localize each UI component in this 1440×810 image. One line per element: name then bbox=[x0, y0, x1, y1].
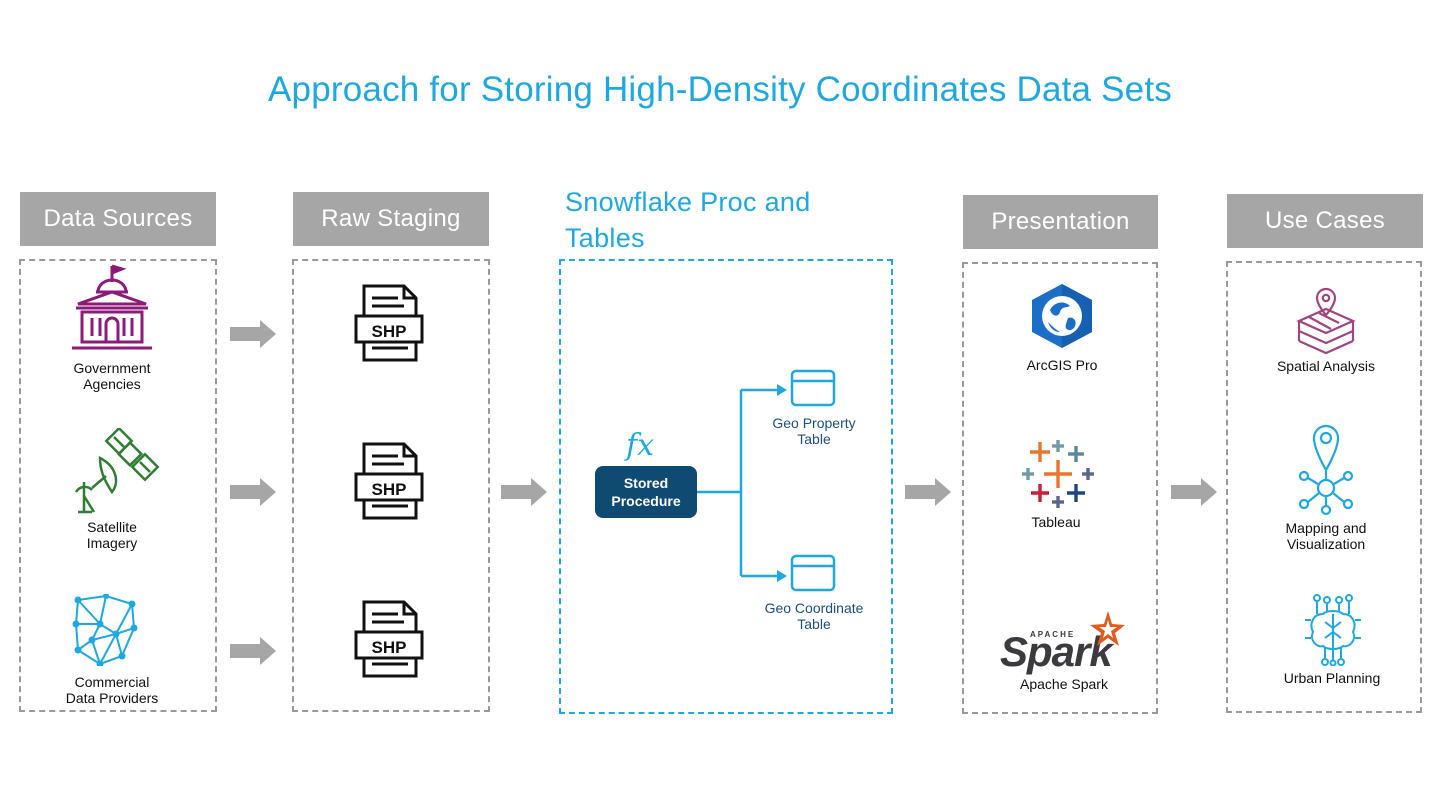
apache-spark-label: Apache Spark bbox=[1020, 676, 1108, 692]
label-line: Data Providers bbox=[65, 690, 159, 706]
label-line: Government bbox=[73, 360, 151, 376]
spark-logo-small-text: APACHE bbox=[1030, 630, 1076, 639]
data-sources-header: Data Sources bbox=[20, 192, 216, 246]
arrow-right-icon bbox=[230, 478, 276, 506]
label-line: Visualization bbox=[1286, 536, 1366, 552]
shp-file-label: SHP bbox=[371, 322, 407, 341]
raw-staging-header-label: Raw Staging bbox=[321, 205, 461, 232]
label-line: Imagery bbox=[86, 535, 138, 551]
shp-file-icon: SHP bbox=[354, 284, 424, 362]
government-building-icon bbox=[66, 262, 158, 354]
arcgis-pro-icon bbox=[1030, 282, 1094, 350]
presentation-box bbox=[962, 262, 1158, 714]
shp-file-icon: SHP bbox=[354, 600, 424, 678]
spatial-analysis-label: Spatial Analysis bbox=[1254, 358, 1398, 374]
label-line: Table bbox=[797, 616, 831, 632]
shp-file-icon: SHP bbox=[354, 442, 424, 520]
arcgis-pro-label: ArcGIS Pro bbox=[1026, 357, 1098, 373]
use-cases-header: Use Cases bbox=[1227, 194, 1423, 248]
government-agencies-label: Government Agencies bbox=[40, 360, 184, 392]
arrow-right-icon bbox=[1171, 478, 1217, 506]
snowflake-box bbox=[559, 259, 893, 714]
procedure-label-line: Procedure bbox=[611, 493, 681, 509]
presentation-header: Presentation bbox=[963, 195, 1158, 249]
satellite-imagery-label: Satellite Imagery bbox=[40, 519, 184, 551]
network-mesh-icon bbox=[72, 594, 138, 666]
label-line: Commercial bbox=[74, 674, 150, 690]
data-sources-box bbox=[19, 259, 217, 712]
procedure-connector bbox=[697, 380, 787, 586]
label-line: Table bbox=[797, 431, 831, 447]
label-line: Geo Property bbox=[772, 415, 856, 431]
geo-property-table-label: Geo Property Table bbox=[754, 415, 874, 447]
label-line: Mapping and bbox=[1285, 520, 1367, 536]
label-line: Geo Coordinate bbox=[764, 600, 864, 616]
tableau-icon bbox=[1022, 438, 1094, 510]
arrow-right-icon bbox=[230, 320, 276, 348]
geo-coordinate-table-label: Geo Coordinate Table bbox=[754, 600, 874, 632]
page-title: Approach for Storing High-Density Coordi… bbox=[268, 70, 1172, 109]
label-line: Agencies bbox=[83, 376, 141, 392]
data-sources-header-label: Data Sources bbox=[43, 205, 193, 232]
shp-file-label: SHP bbox=[371, 480, 407, 499]
raw-staging-box bbox=[292, 259, 490, 712]
mapping-visualization-label: Mapping and Visualization bbox=[1254, 520, 1398, 552]
snowflake-header: Snowflake Proc and Tables bbox=[565, 184, 811, 256]
label-line: Satellite bbox=[87, 519, 137, 535]
table-icon bbox=[790, 369, 836, 407]
raw-staging-header: Raw Staging bbox=[293, 192, 489, 246]
commercial-data-providers-label: Commercial Data Providers bbox=[40, 674, 184, 706]
snowflake-header-line: Snowflake Proc and bbox=[565, 187, 811, 217]
map-pin-network-icon bbox=[1296, 424, 1356, 516]
label-line: Urban Planning bbox=[1283, 670, 1381, 686]
tableau-label: Tableau bbox=[1031, 514, 1081, 530]
label-line: Spatial Analysis bbox=[1276, 358, 1376, 374]
arrow-right-icon bbox=[501, 478, 547, 506]
urban-planning-label: Urban Planning bbox=[1260, 670, 1404, 686]
stored-procedure-node: Stored Procedure bbox=[595, 466, 697, 518]
shp-file-label: SHP bbox=[371, 638, 407, 657]
brain-circuit-icon bbox=[1303, 592, 1363, 666]
arrow-right-icon bbox=[230, 637, 276, 665]
apache-spark-icon: APACHE Spark bbox=[1000, 610, 1130, 675]
spark-logo-big-text: Spark bbox=[1000, 628, 1113, 675]
function-icon: fx bbox=[626, 428, 655, 463]
snowflake-header-line: Tables bbox=[565, 223, 645, 253]
presentation-header-label: Presentation bbox=[991, 208, 1130, 235]
use-cases-header-label: Use Cases bbox=[1264, 207, 1386, 234]
layers-map-icon bbox=[1295, 287, 1357, 357]
use-cases-box bbox=[1226, 261, 1422, 713]
satellite-icon bbox=[70, 428, 162, 516]
procedure-label-line: Stored bbox=[623, 475, 669, 491]
arrow-right-icon bbox=[905, 478, 951, 506]
table-icon bbox=[790, 554, 836, 592]
